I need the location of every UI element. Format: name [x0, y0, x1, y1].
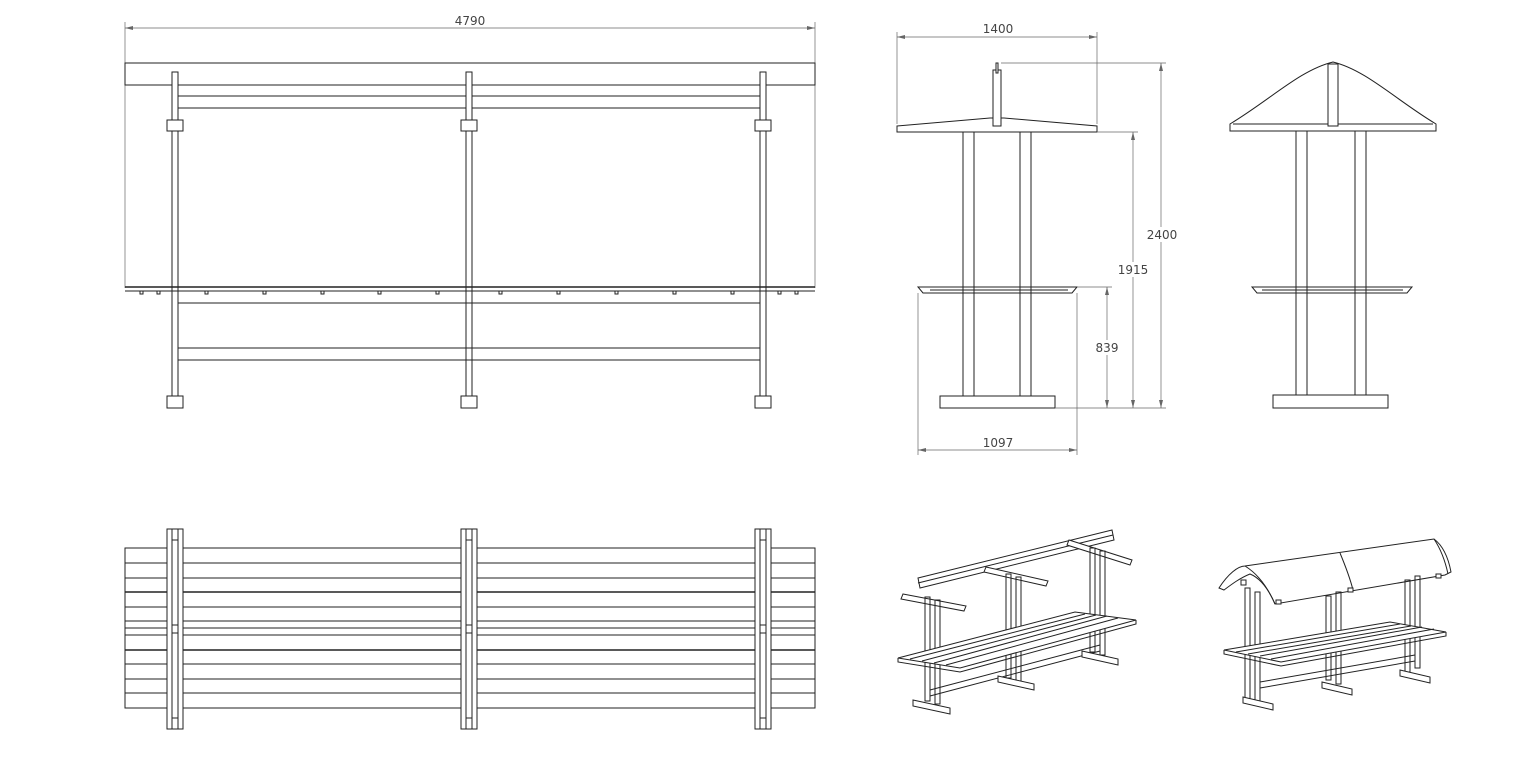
top-view — [124, 528, 816, 730]
dimension-overall-height: 2400 — [1001, 62, 1178, 409]
dimension-label-1400: 1400 — [983, 22, 1014, 36]
dimension-base-width: 1097 — [917, 293, 1078, 455]
isometric-view-rails — [897, 529, 1137, 715]
dimension-label-1915: 1915 — [1118, 263, 1149, 277]
dimension-shelf-height: 839 — [1077, 286, 1120, 408]
front-shelf — [125, 286, 815, 304]
top-view-post-bands — [166, 528, 772, 730]
dimension-label-1097: 1097 — [983, 436, 1014, 450]
dimension-roof-width: 1400 — [896, 22, 1098, 124]
front-view: 4790 — [124, 14, 816, 409]
side-view: 1400 2400 1915 839 — [896, 22, 1178, 455]
isometric-view-roofed — [1218, 538, 1452, 711]
dimension-roof-underside-height: 1915 — [1097, 131, 1149, 408]
dimension-label-4790: 4790 — [455, 14, 486, 28]
dimension-label-839: 839 — [1096, 341, 1119, 355]
front-posts — [166, 71, 772, 409]
end-view — [1229, 61, 1437, 409]
dimension-label-2400: 2400 — [1147, 228, 1178, 242]
